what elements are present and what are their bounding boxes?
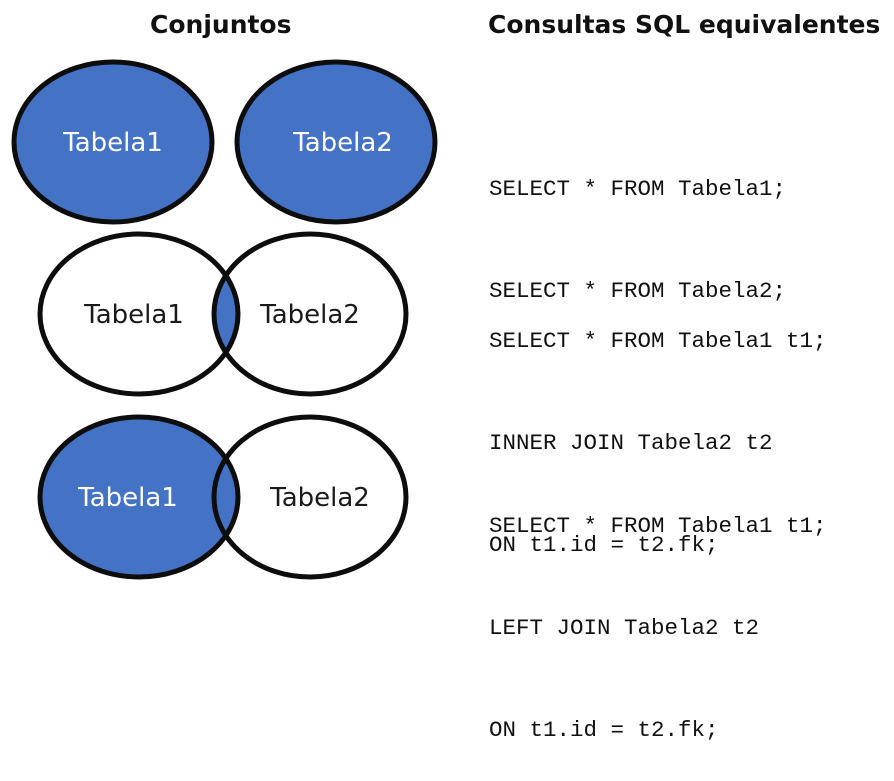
venn-inner-left-label: Tabela1	[83, 300, 184, 330]
venn-left-join: Tabela1 Tabela2	[37, 414, 409, 580]
sql-block-inner-join: SELECT * FROM Tabela1 t1; INNER JOIN Tab…	[489, 256, 827, 596]
sql-line: ON t1.id = t2.fk;	[489, 532, 719, 558]
venn-separate-left-circle	[11, 59, 215, 225]
sql-line: SELECT * FROM Tabela1;	[489, 176, 787, 202]
venn-left-left-label: Tabela1	[77, 483, 178, 513]
sql-line: LEFT JOIN Tabela2 t2	[489, 615, 760, 641]
sql-block-left-join: SELECT * FROM Tabela1 t1; LEFT JOIN Tabe…	[489, 441, 827, 781]
venn-separate: Tabela1 Tabela2	[11, 59, 438, 225]
sql-line: SELECT * FROM Tabela1 t1;	[489, 328, 827, 354]
venn-left-left-outline	[37, 414, 241, 580]
venn-inner-right-outline	[211, 231, 409, 397]
venn-separate-right-circle	[234, 59, 438, 225]
sql-line: SELECT * FROM Tabela2;	[489, 278, 787, 304]
venn-separate-left-label: Tabela1	[62, 128, 163, 158]
sql-block-separate: SELECT * FROM Tabela1; SELECT * FROM Tab…	[489, 104, 786, 342]
sql-line: INNER JOIN Tabela2 t2	[489, 430, 773, 456]
sql-line: ON t1.id = t2.fk;	[489, 717, 719, 743]
venn-left-right-outline	[211, 414, 409, 580]
queries-header: Consultas SQL equivalentes	[488, 10, 881, 39]
venn-diagrams: Tabela1 Tabela2 Tabela1 Tabela2 Tabela1 …	[11, 59, 438, 580]
venn-separate-right-label: Tabela2	[292, 128, 393, 158]
sql-line: SELECT * FROM Tabela1 t1;	[489, 513, 827, 539]
venn-inner-join: Tabela1 Tabela2	[37, 231, 409, 397]
venn-left-right-label: Tabela2	[269, 483, 370, 513]
sets-header: Conjuntos	[150, 10, 292, 39]
venn-inner-left-outline	[37, 231, 241, 397]
venn-inner-right-label: Tabela2	[259, 300, 360, 330]
